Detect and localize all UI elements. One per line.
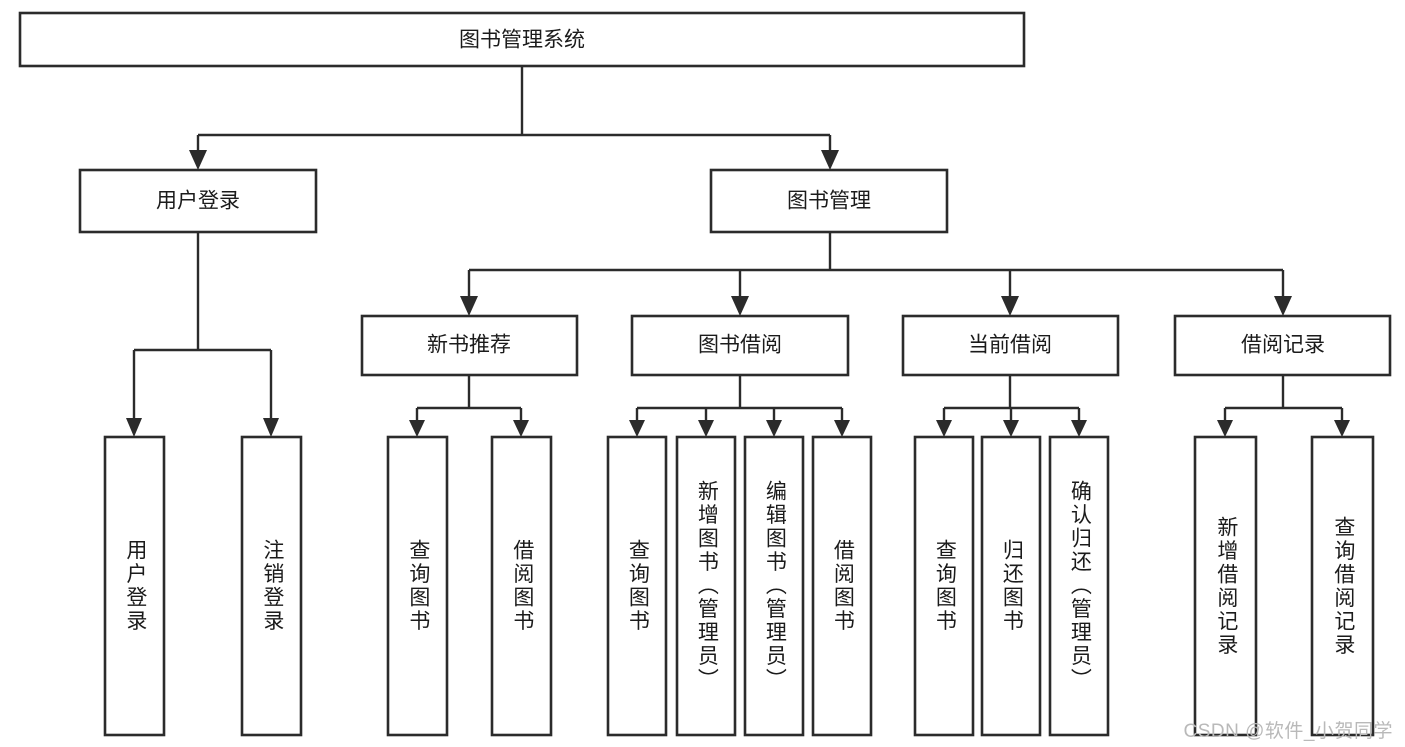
node-leaf-query-book-2-box[interactable] [606,435,668,737]
node-leaf-borrow-book-2-box[interactable] [811,435,873,737]
node-borrow-record-label: 借阅记录 [1241,334,1325,357]
arrow-cb-leaf-2 [1003,420,1019,437]
node-leaf-logout-box[interactable] [240,435,303,737]
connector-group-root [189,66,839,170]
node-book-management-box[interactable] [709,168,949,234]
csdn-watermark: CSDN @软件_小贺同学 [1183,721,1393,742]
node-book-borrow-box[interactable] [630,314,850,377]
node-leaf-query-book-1-box[interactable] [386,435,449,737]
node-book-borrow-label: 图书借阅 [698,334,782,357]
arrow-root-to-user-login [189,150,207,170]
node-user-login-label: 用户登录 [156,190,240,213]
node-leaf-add-book-box[interactable] [675,435,737,737]
arrow-bb-leaf-3 [766,420,782,437]
arrow-bb-leaf-2 [698,420,714,437]
arrow-br-leaf-1 [1217,420,1233,437]
node-root-box[interactable] [18,11,1026,68]
arrow-user-login-leaf-2 [263,418,279,437]
node-current-borrow-label: 当前借阅 [968,334,1052,357]
node-book-management-label: 图书管理 [787,190,871,213]
arrow-bm-to-book-borrow [731,296,749,316]
node-leaf-query-record-box[interactable] [1310,435,1375,737]
connector-group-book-borrow [629,375,850,437]
connector-group-new-book-recommend [409,375,529,437]
arrow-bb-leaf-4 [834,420,850,437]
arrow-cb-leaf-1 [936,420,952,437]
node-current-borrow-box[interactable] [901,314,1120,377]
node-current-borrow[interactable]: 当前借阅 [901,314,1120,377]
node-new-book-recommend[interactable]: 新书推荐 [360,314,579,377]
node-leaf-borrow-book-1-box[interactable] [490,435,553,737]
node-leaf-edit-book-box[interactable] [743,435,805,737]
arrow-cb-leaf-3 [1071,420,1087,437]
arrow-user-login-leaf-1 [126,418,142,437]
node-leaf-query-book-3-box[interactable] [913,435,975,737]
arrow-br-leaf-2 [1334,420,1350,437]
node-new-book-recommend-label: 新书推荐 [427,334,511,357]
arrow-root-to-book-management [821,150,839,170]
node-book-management[interactable]: 图书管理 [709,168,949,234]
node-leaf-confirm-return-box[interactable] [1048,435,1110,737]
node-new-book-recommend-box[interactable] [360,314,579,377]
arrow-bm-to-current-borrow [1001,296,1019,316]
arrow-nbr-leaf-1 [409,420,425,437]
node-leaf-add-record-box[interactable] [1193,435,1258,737]
node-leaf-return-book-box[interactable] [980,435,1042,737]
node-borrow-record-box[interactable] [1173,314,1392,377]
connector-group-book-management [460,232,1292,316]
node-user-login-box[interactable] [78,168,318,234]
connector-group-borrow-record [1217,375,1350,437]
arrow-bb-leaf-1 [629,420,645,437]
arrow-bm-to-borrow-record [1274,296,1292,316]
node-leaf-user-login-box[interactable] [103,435,166,737]
node-book-borrow[interactable]: 图书借阅 [630,314,850,377]
connector-group-user-login [126,232,279,437]
node-borrow-record[interactable]: 借阅记录 [1173,314,1392,377]
connector-group-current-borrow [936,375,1087,437]
node-root-label: 图书管理系统 [459,29,585,52]
arrow-nbr-leaf-2 [513,420,529,437]
node-root[interactable]: 图书管理系统 [18,11,1026,68]
node-user-login[interactable]: 用户登录 [78,168,318,234]
arrow-bm-to-new-book-recommend [460,296,478,316]
